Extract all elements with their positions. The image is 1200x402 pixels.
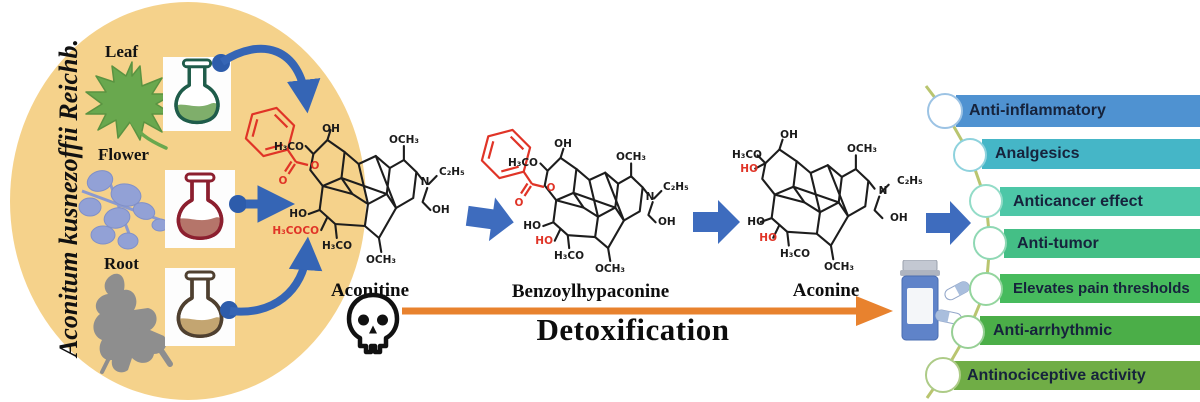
substituent-label: HO xyxy=(740,163,758,175)
substituent-label: OCH₃ xyxy=(595,263,625,275)
substituent-label: OH xyxy=(780,129,798,141)
effect-node xyxy=(927,93,963,129)
substituent-label: H₃CO xyxy=(554,250,584,262)
substituent-label: O xyxy=(311,160,320,172)
substituent-label: OH xyxy=(554,138,572,150)
aconitane-cage xyxy=(304,128,438,254)
aconitine-name: Aconitine xyxy=(330,280,410,301)
effect-node xyxy=(953,138,987,172)
substituent-label: HO xyxy=(747,216,765,228)
substituent-label: OH xyxy=(890,212,908,224)
substituent-label: HO xyxy=(523,220,541,232)
substituent-label: C₂H₅ xyxy=(439,166,465,178)
effect-node xyxy=(925,357,961,393)
effect-node xyxy=(973,226,1007,260)
flower-extract-box xyxy=(165,170,235,248)
substituent-label: OH xyxy=(658,216,676,228)
substituent-label: H₃CO xyxy=(274,141,304,153)
effect-node xyxy=(969,184,1003,218)
effect-label: Antinociceptive activity xyxy=(967,366,1146,384)
aconitane-cage xyxy=(754,138,890,261)
substituent-label: HO xyxy=(289,208,307,220)
substituent-label: H₃CO xyxy=(732,149,762,161)
root-icon xyxy=(93,273,173,374)
effect-bar: Elevates pain thresholds xyxy=(1000,274,1200,303)
effect-bar: Analgesics xyxy=(982,139,1200,169)
substituent-label: OCH₃ xyxy=(847,143,877,155)
flower-label: Flower xyxy=(98,145,149,164)
skull-toxicity-icon xyxy=(346,292,400,355)
effect-label: Anti-inflammatory xyxy=(969,102,1106,119)
substituent-label: HO xyxy=(759,232,777,244)
flask-icon xyxy=(176,270,224,338)
root-label: Root xyxy=(104,254,139,273)
substituent-label: N xyxy=(879,185,888,197)
leaf-extract-box xyxy=(163,57,231,131)
leaf-icon xyxy=(85,61,175,150)
substituent-label: OCH₃ xyxy=(366,254,396,266)
effect-node xyxy=(951,315,985,349)
flask-icon xyxy=(176,172,224,240)
substituent-label: H₃COCO xyxy=(272,225,319,237)
detoxification-label: Detoxification xyxy=(536,312,730,347)
effect-label: Analgesics xyxy=(995,145,1080,162)
substituent-label: HO xyxy=(535,235,553,247)
effect-node xyxy=(969,272,1003,306)
aconitane-cage xyxy=(539,147,663,262)
substituent-label: C₂H₅ xyxy=(663,181,689,193)
substituent-label: N xyxy=(646,191,655,203)
flower-icon xyxy=(78,170,175,250)
substituent-label: OH xyxy=(322,123,340,135)
substituent-label: O xyxy=(547,182,556,194)
substituent-label: OCH₃ xyxy=(389,134,419,146)
benzoylhypaconine-name: Benzoylhypaconine xyxy=(511,281,670,302)
substituent-label: H₃CO xyxy=(508,157,538,169)
leaf-label: Leaf xyxy=(105,42,139,61)
substituent-label: N xyxy=(421,176,430,188)
root-extract-box xyxy=(165,268,235,346)
substituent-label: O xyxy=(279,175,288,187)
substituent-label: H₃CO xyxy=(780,248,810,260)
effect-bar: Anticancer effect xyxy=(1000,187,1200,216)
substituent-label: O xyxy=(515,197,524,209)
substituent-label: C₂H₅ xyxy=(897,175,923,187)
substituent-label: OH xyxy=(432,204,450,216)
effect-label: Elevates pain thresholds xyxy=(1013,280,1190,297)
effect-bar: Anti-arrhythmic xyxy=(980,316,1200,345)
effect-label: Anti-tumor xyxy=(1017,234,1099,252)
effect-label: Anticancer effect xyxy=(1013,192,1143,210)
aconine-name: Aconine xyxy=(792,280,860,301)
effect-bar: Anti-inflammatory xyxy=(956,95,1200,127)
substituent-label: OCH₃ xyxy=(824,261,854,273)
substituent-label: H₃CO xyxy=(322,240,352,252)
substituent-label: OCH₃ xyxy=(616,151,646,163)
effect-bar: Antinociceptive activity xyxy=(954,361,1200,390)
effect-bar: Anti-tumor xyxy=(1004,229,1200,258)
effect-label: Anti-arrhythmic xyxy=(993,321,1113,339)
flask-icon xyxy=(174,58,220,125)
